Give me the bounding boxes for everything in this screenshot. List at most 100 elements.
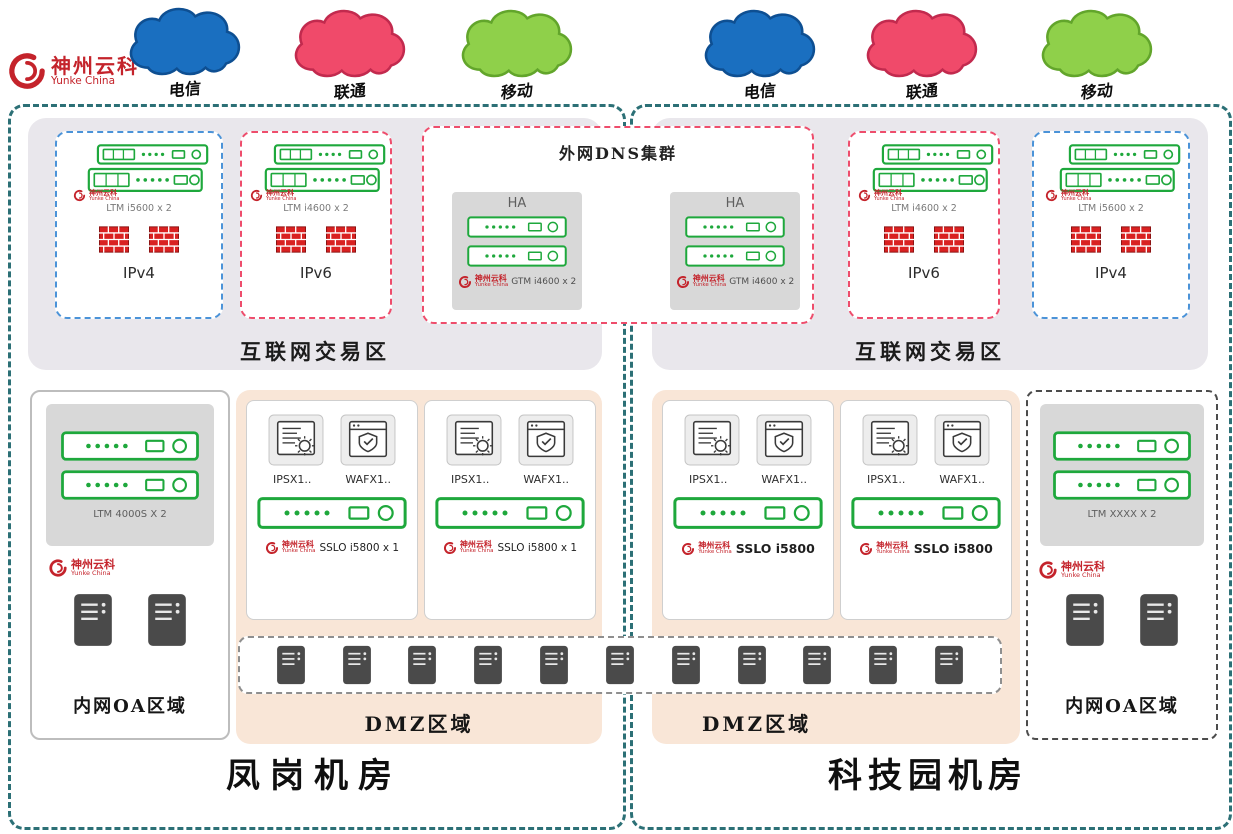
appliance-icon — [1053, 430, 1191, 461]
isp-cloud-mobile-2: 移动 — [1035, 6, 1159, 102]
firewall-icon — [1071, 226, 1101, 253]
firewall-pair — [884, 226, 964, 253]
server-icon — [606, 645, 634, 685]
device-model-label: LTM i4600 x 2 — [891, 203, 957, 214]
oa-servers — [1028, 592, 1216, 648]
firewall-icon — [276, 226, 306, 253]
sslo-model-label: SSLO i5800 x 1 — [319, 542, 400, 554]
oa-zone-title: 内网OA区域 — [1065, 696, 1179, 717]
ips-label: IPSX1.. — [272, 473, 312, 486]
gtm-devices — [467, 216, 567, 267]
brand-en: Yunke China — [51, 74, 116, 87]
appliance-pair-icon — [87, 144, 209, 192]
device-model-label: LTM i5600 x 2 — [1078, 203, 1144, 214]
gtm-model-label: GTM i4600 x 2 — [511, 277, 577, 287]
server-icon — [935, 645, 964, 685]
cloud-icon — [1041, 9, 1153, 78]
cloud-icon — [129, 7, 241, 76]
ips-icon — [862, 414, 918, 466]
yunke-logo-icon — [676, 276, 689, 289]
ip-version-label: IPv6 — [300, 264, 332, 282]
security-tiles — [446, 414, 574, 466]
gtm-devices — [685, 216, 785, 267]
server-icon — [474, 645, 503, 685]
server-icon — [1066, 594, 1104, 646]
device-model-label: LTM i5600 x 2 — [106, 203, 172, 214]
sslo-appliance-icon — [257, 497, 407, 529]
dmz-title: DMZ区域 — [364, 712, 474, 736]
yunke-logo-icon — [1045, 189, 1058, 202]
tile-captions: IPSX1.. WAFX1.. — [273, 473, 391, 486]
firewall-icon — [326, 226, 356, 253]
appliance-icon — [685, 245, 785, 267]
appliance-icon — [61, 469, 199, 500]
isp-cloud-telecom-2: 电信 — [698, 6, 822, 102]
device-model-label: LTM 4000S X 2 — [93, 508, 167, 520]
tile-captions: IPSX1.. WAFX1.. — [451, 473, 569, 486]
waf-icon — [340, 414, 396, 466]
ips-label: IPSX1.. — [688, 473, 728, 486]
server-icon — [276, 645, 305, 685]
server-icon — [869, 645, 898, 685]
ip-version-label: IPv4 — [1095, 264, 1127, 282]
appliance-pair-icon — [264, 144, 386, 192]
yunke-logo-icon — [1039, 561, 1057, 579]
sslo-model-label: SSLO i5800 x 1 — [497, 542, 578, 554]
yunke-logo-icon — [73, 189, 86, 202]
datacenter-name-fenggang: 凤岗机房 — [226, 756, 402, 796]
server-icon — [1140, 594, 1178, 646]
firewall-icon — [1121, 226, 1151, 253]
cloud-icon — [294, 9, 406, 78]
dns-cluster-title: 外网DNS集群 — [558, 144, 678, 163]
appliance-pair-icon — [872, 144, 994, 192]
server-icon — [737, 645, 766, 685]
dmz-server-strip — [238, 636, 1002, 694]
sslo-model-label: SSLO i5800 — [735, 541, 815, 556]
waf-icon — [518, 414, 574, 466]
device-model-label: LTM XXXX X 2 — [1087, 508, 1157, 520]
waf-label: WAFX1.. — [345, 473, 392, 486]
tile-captions: IPSX1.. WAFX1.. — [867, 473, 985, 486]
firewall-pair — [1071, 226, 1151, 253]
server-icon — [540, 645, 569, 685]
yunke-logo-icon — [265, 542, 278, 555]
yunke-logo-icon — [49, 559, 67, 577]
sslo-appliance-icon — [851, 497, 1001, 529]
firewall-icon — [934, 226, 964, 253]
yunke-logo-icon — [860, 542, 873, 555]
server-icon — [803, 645, 832, 685]
oa-zone-title: 内网OA区域 — [73, 696, 187, 717]
isp-cloud-telecom-1: 电信 — [123, 4, 247, 100]
server-icon — [74, 594, 112, 646]
ltm-panel: LTM 4000S X 2 — [46, 404, 214, 546]
ha-label: HA — [507, 196, 527, 211]
ips-icon — [446, 414, 502, 466]
server-icon — [408, 645, 437, 685]
firewall-pair — [99, 226, 179, 253]
waf-icon — [756, 414, 812, 466]
ips-icon — [268, 414, 324, 466]
tile-captions: IPSX1.. WAFX1.. — [689, 473, 807, 486]
firewall-icon — [99, 226, 129, 253]
ip-version-label: IPv6 — [908, 264, 940, 282]
